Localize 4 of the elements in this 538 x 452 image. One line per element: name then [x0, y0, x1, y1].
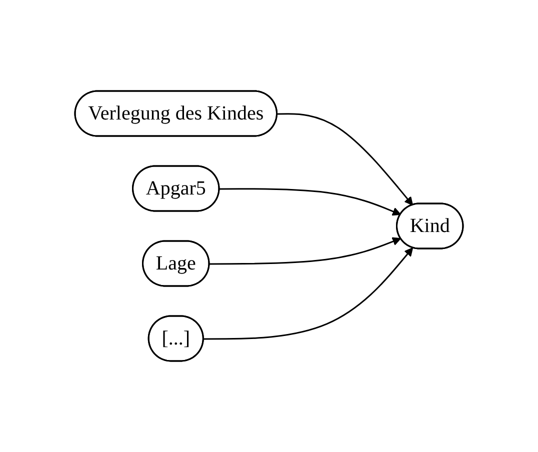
arrow [277, 113, 414, 206]
arrow [219, 188, 402, 216]
arrow [209, 237, 402, 265]
arrow [204, 247, 414, 340]
